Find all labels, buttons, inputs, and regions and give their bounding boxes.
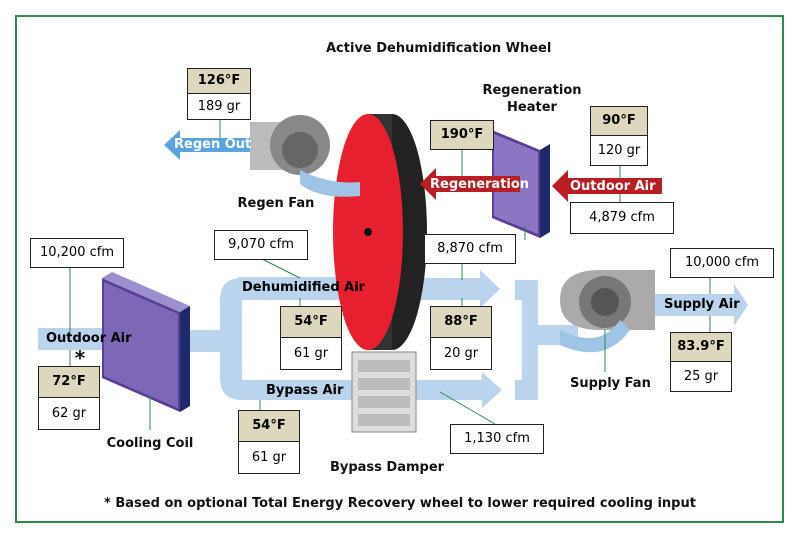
regen-out-label: Regen Out	[174, 137, 252, 152]
outdoor-gr: 62 gr	[51, 406, 87, 421]
regen-fan	[250, 115, 360, 197]
regen-heater-label-text: Regeneration Heater	[482, 83, 582, 115]
outdoor-air-regen-label: Outdoor Air	[570, 179, 656, 194]
condition-dehum-in: 54°F 61 gr	[280, 306, 342, 370]
wheel-label: Active Dehumidification Wheel	[326, 40, 551, 57]
condition-dehum-out: 88°F 20 gr	[430, 306, 492, 370]
regen-fan-label: Regen Fan	[237, 196, 315, 211]
supply-fan-label: Supply Fan	[570, 376, 651, 391]
diagram-frame	[15, 15, 784, 523]
regen-in-temp: 190°F	[431, 121, 493, 149]
condition-regen-out: 126°F 189 gr	[187, 68, 251, 120]
bypass-gr: 61 gr	[251, 450, 287, 465]
leader-lines	[69, 120, 711, 430]
outdoor-temp: 72°F	[39, 367, 99, 398]
dehumidified-air-label: Dehumidified Air	[242, 280, 366, 295]
condition-outdoor-regen: 90°F 120 gr	[590, 106, 648, 166]
condition-outdoor: 72°F 62 gr	[38, 366, 100, 430]
regeneration-label: Regeneration	[430, 177, 530, 192]
supply-air-label: Supply Air	[664, 297, 740, 312]
regen-out-gr: 189 gr	[197, 99, 241, 114]
supply-gr: 25 gr	[683, 369, 719, 384]
dehum-out-gr: 20 gr	[443, 346, 479, 361]
dehum-out-temp: 88°F	[431, 307, 491, 338]
flow-bypass: 1,130 cfm	[450, 424, 544, 454]
regen-out-temp: 126°F	[188, 69, 250, 94]
flow-supply: 10,000 cfm	[670, 248, 774, 278]
bypass-temp: 54°F	[239, 411, 299, 442]
outdoor-regen-temp: 90°F	[591, 107, 647, 136]
wheel-label-text: Active Dehumidification Wheel	[326, 41, 552, 56]
supply-air-arrow	[655, 284, 748, 326]
dehum-in-temp: 54°F	[281, 307, 341, 338]
dehum-in-gr: 61 gr	[293, 346, 329, 361]
flow-regen-outdoor: 4,879 cfm	[570, 202, 674, 234]
cooling-coil	[102, 272, 190, 412]
outdoor-regen-gr: 120 gr	[597, 143, 641, 158]
bypass-damper	[351, 351, 417, 433]
footnote: * Based on optional Total Energy Recover…	[104, 496, 696, 511]
bypass-air-label: Bypass Air	[266, 383, 344, 398]
outdoor-air-regen-arrow	[552, 170, 662, 202]
dehumidification-wheel	[333, 114, 427, 350]
regeneration-arrow	[420, 168, 520, 200]
outdoor-air-label: Outdoor Air	[46, 331, 132, 346]
regen-heater-label: Regeneration Heater	[476, 82, 588, 116]
supply-temp: 83.9°F	[671, 333, 731, 362]
supply-fan	[560, 270, 655, 353]
asterisk-mark: *	[74, 346, 86, 370]
condition-supply: 83.9°F 25 gr	[670, 332, 732, 392]
flow-dehum-out: 8,870 cfm	[424, 234, 516, 264]
flow-dehum-in: 9,070 cfm	[214, 230, 308, 260]
cooling-coil-label: Cooling Coil	[106, 436, 194, 451]
condition-regen-in: 190°F	[430, 120, 494, 150]
flow-outdoor: 10,200 cfm	[30, 238, 124, 268]
regen-out-arrow	[164, 130, 258, 160]
bypass-damper-label: Bypass Damper	[329, 460, 445, 475]
condition-bypass: 54°F 61 gr	[238, 410, 300, 474]
